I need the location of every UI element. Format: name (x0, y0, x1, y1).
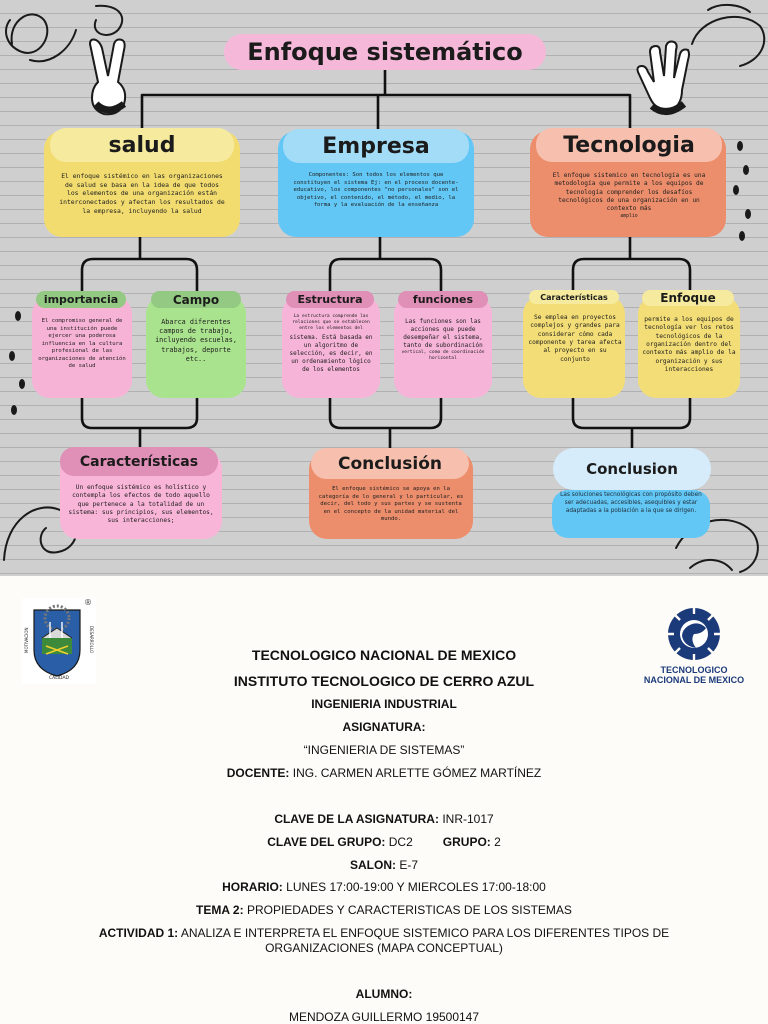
empresa-heading: Empresa (283, 129, 469, 163)
concept-map-poster: Enfoque sistemático salud El enfoque sis… (0, 0, 768, 576)
institute-name: INSTITUTO TECNOLOGICO DE CERRO AZUL (233, 673, 535, 689)
subject-key-label: CLAVE DE LA ASIGNATURA: (274, 812, 439, 826)
teacher-name: ING. CARMEN ARLETTE GÓMEZ MARTÍNEZ (292, 766, 542, 780)
ink-dots (9, 141, 751, 415)
estructura-label: Estructura (286, 291, 374, 308)
estructura-description: sistema. Está basada en un algoritmo de … (289, 333, 373, 374)
enfoque-description: permite a los equipos de tecnología ver … (642, 316, 736, 374)
logo-desarrollo-text: DESARROLLO (89, 626, 94, 654)
subject-name: “INGENIERIA DE SISTEMAS” (303, 743, 465, 757)
institution-name: TECNOLOGICO NACIONAL DE MEXICO (251, 647, 517, 663)
tecnm-logo-line1: TECNOLOGICO (660, 665, 728, 675)
campo-label: Campo (151, 291, 241, 308)
estructura-description-block: La estructura comprende las relaciones q… (287, 314, 375, 374)
room-line: SALON: E-7 (0, 858, 768, 872)
group-key: DC2 (388, 835, 413, 849)
estructura-description-small: La estructura comprende las relaciones q… (292, 314, 370, 331)
connector-lines (80, 70, 692, 449)
funciones-description-small: vertical, como de coordinación horizonta… (401, 350, 485, 362)
registered-mark: ® (84, 598, 92, 607)
tecnm-logo: TECNOLOGICO NACIONAL DE MEXICO (636, 604, 752, 688)
tecnm-logo-line2: NACIONAL DE MEXICO (643, 674, 745, 685)
importancia-label: importancia (36, 291, 126, 308)
caracteristicas-label: Características (60, 447, 218, 476)
tecnologia-description-block: El enfoque sistemico en tecnología es un… (552, 172, 706, 220)
tec-caracteristicas-card (523, 296, 625, 398)
tec-conclusion-label: Conclusion (553, 448, 711, 490)
campo-card (146, 296, 246, 398)
funciones-label: funciones (398, 291, 488, 308)
teacher-line: DOCENTE: ING. CARMEN ARLETTE GÓMEZ MARTÍ… (0, 766, 768, 780)
importancia-card (32, 296, 132, 398)
teacher-label: DOCENTE: (226, 766, 290, 780)
conclusion-description: El enfoque sistémico se apoya en la cate… (318, 486, 464, 523)
tecnologia-description-tail: amplio (620, 213, 638, 219)
tec-caracteristicas-label: Características (529, 290, 619, 304)
tec-conclusion-description: Las soluciones tecnológicas con propósit… (560, 492, 702, 514)
subject-key-line: CLAVE DE LA ASIGNATURA: INR-1017 (0, 812, 768, 826)
career-name: INGENIERIA INDUSTRIAL (311, 697, 457, 711)
caracteristicas-description: Un enfoque sistémico es holístico y cont… (68, 484, 214, 525)
activity-value-line2: ORGANIZACIONES (MAPA CONCEPTUAL) (265, 941, 503, 955)
schedule-line: HORARIO: LUNES 17:00-19:00 Y MIERCOLES 1… (0, 880, 768, 894)
activity-value-line1: ANALIZA E INTERPRETA EL ENFOQUE SISTEMIC… (180, 926, 670, 940)
topic-value: PROPIEDADES Y CARACTERISTICAS DE LOS SIS… (246, 903, 572, 917)
topic-label: TEMA 2: (196, 903, 244, 917)
estructura-card (282, 296, 380, 398)
subject-label: ASIGNATURA: (342, 720, 426, 734)
campo-description: Abarca diferentes campos de trabajo, inc… (155, 318, 237, 363)
schedule-label: HORARIO: (222, 880, 283, 894)
salud-description: El enfoque sistémico en las organizacion… (59, 172, 225, 215)
topic-line: TEMA 2: PROPIEDADES Y CARACTERISTICAS DE… (0, 903, 768, 917)
tec-conclusion-card (552, 490, 710, 538)
group-line: CLAVE DEL GRUPO: DC2 GRUPO: 2 (0, 835, 768, 849)
itca-logo: MOTIVACION DESARROLLO CALIDAD ® (22, 598, 96, 684)
student-label: ALUMNO: (355, 987, 413, 1001)
empresa-description: Componentes: Son todos los elementos que… (293, 172, 459, 209)
student-name: MENDOZA GUILLERMO 19500147 (288, 1010, 480, 1024)
group-key-label: CLAVE DEL GRUPO: (267, 835, 386, 849)
salud-heading: salud (50, 128, 234, 162)
subject-key: INR-1017 (442, 812, 494, 826)
enfoque-label: Enfoque (642, 290, 734, 306)
tecnologia-description: El enfoque sistemico en tecnología es un… (552, 172, 706, 213)
logo-calidad-text: CALIDAD (49, 676, 69, 681)
funciones-card (394, 296, 492, 398)
map-title: Enfoque sistemático (224, 34, 546, 70)
tecnm-logo-text: TECNOLOGICO NACIONAL DE MEXICO (636, 665, 752, 686)
importancia-description: El compromiso general de una institución… (38, 318, 126, 370)
group-label: GRUPO: (442, 835, 491, 849)
enfoque-card (638, 296, 740, 398)
funciones-description-block: Las funciones son las acciones que puede… (400, 318, 486, 362)
conclusion-label: Conclusión (311, 448, 469, 479)
activity-label: ACTIVIDAD 1: (98, 926, 179, 940)
room-value: E-7 (399, 858, 419, 872)
room-label: SALON: (349, 858, 396, 872)
group-number: 2 (494, 835, 501, 849)
tec-caracteristicas-description: Se emplea en proyectos complejos y grand… (528, 314, 622, 363)
funciones-description: Las funciones son las acciones que puede… (403, 318, 483, 350)
peace-hand-icon (88, 38, 127, 116)
waving-hand-icon (636, 40, 690, 115)
schedule-value: LUNES 17:00-19:00 Y MIERCOLES 17:00-18:0… (286, 880, 546, 894)
tecnologia-heading: Tecnologia (536, 128, 722, 162)
activity-line: ACTIVIDAD 1: ANALIZA E INTERPRETA EL ENF… (0, 926, 768, 940)
